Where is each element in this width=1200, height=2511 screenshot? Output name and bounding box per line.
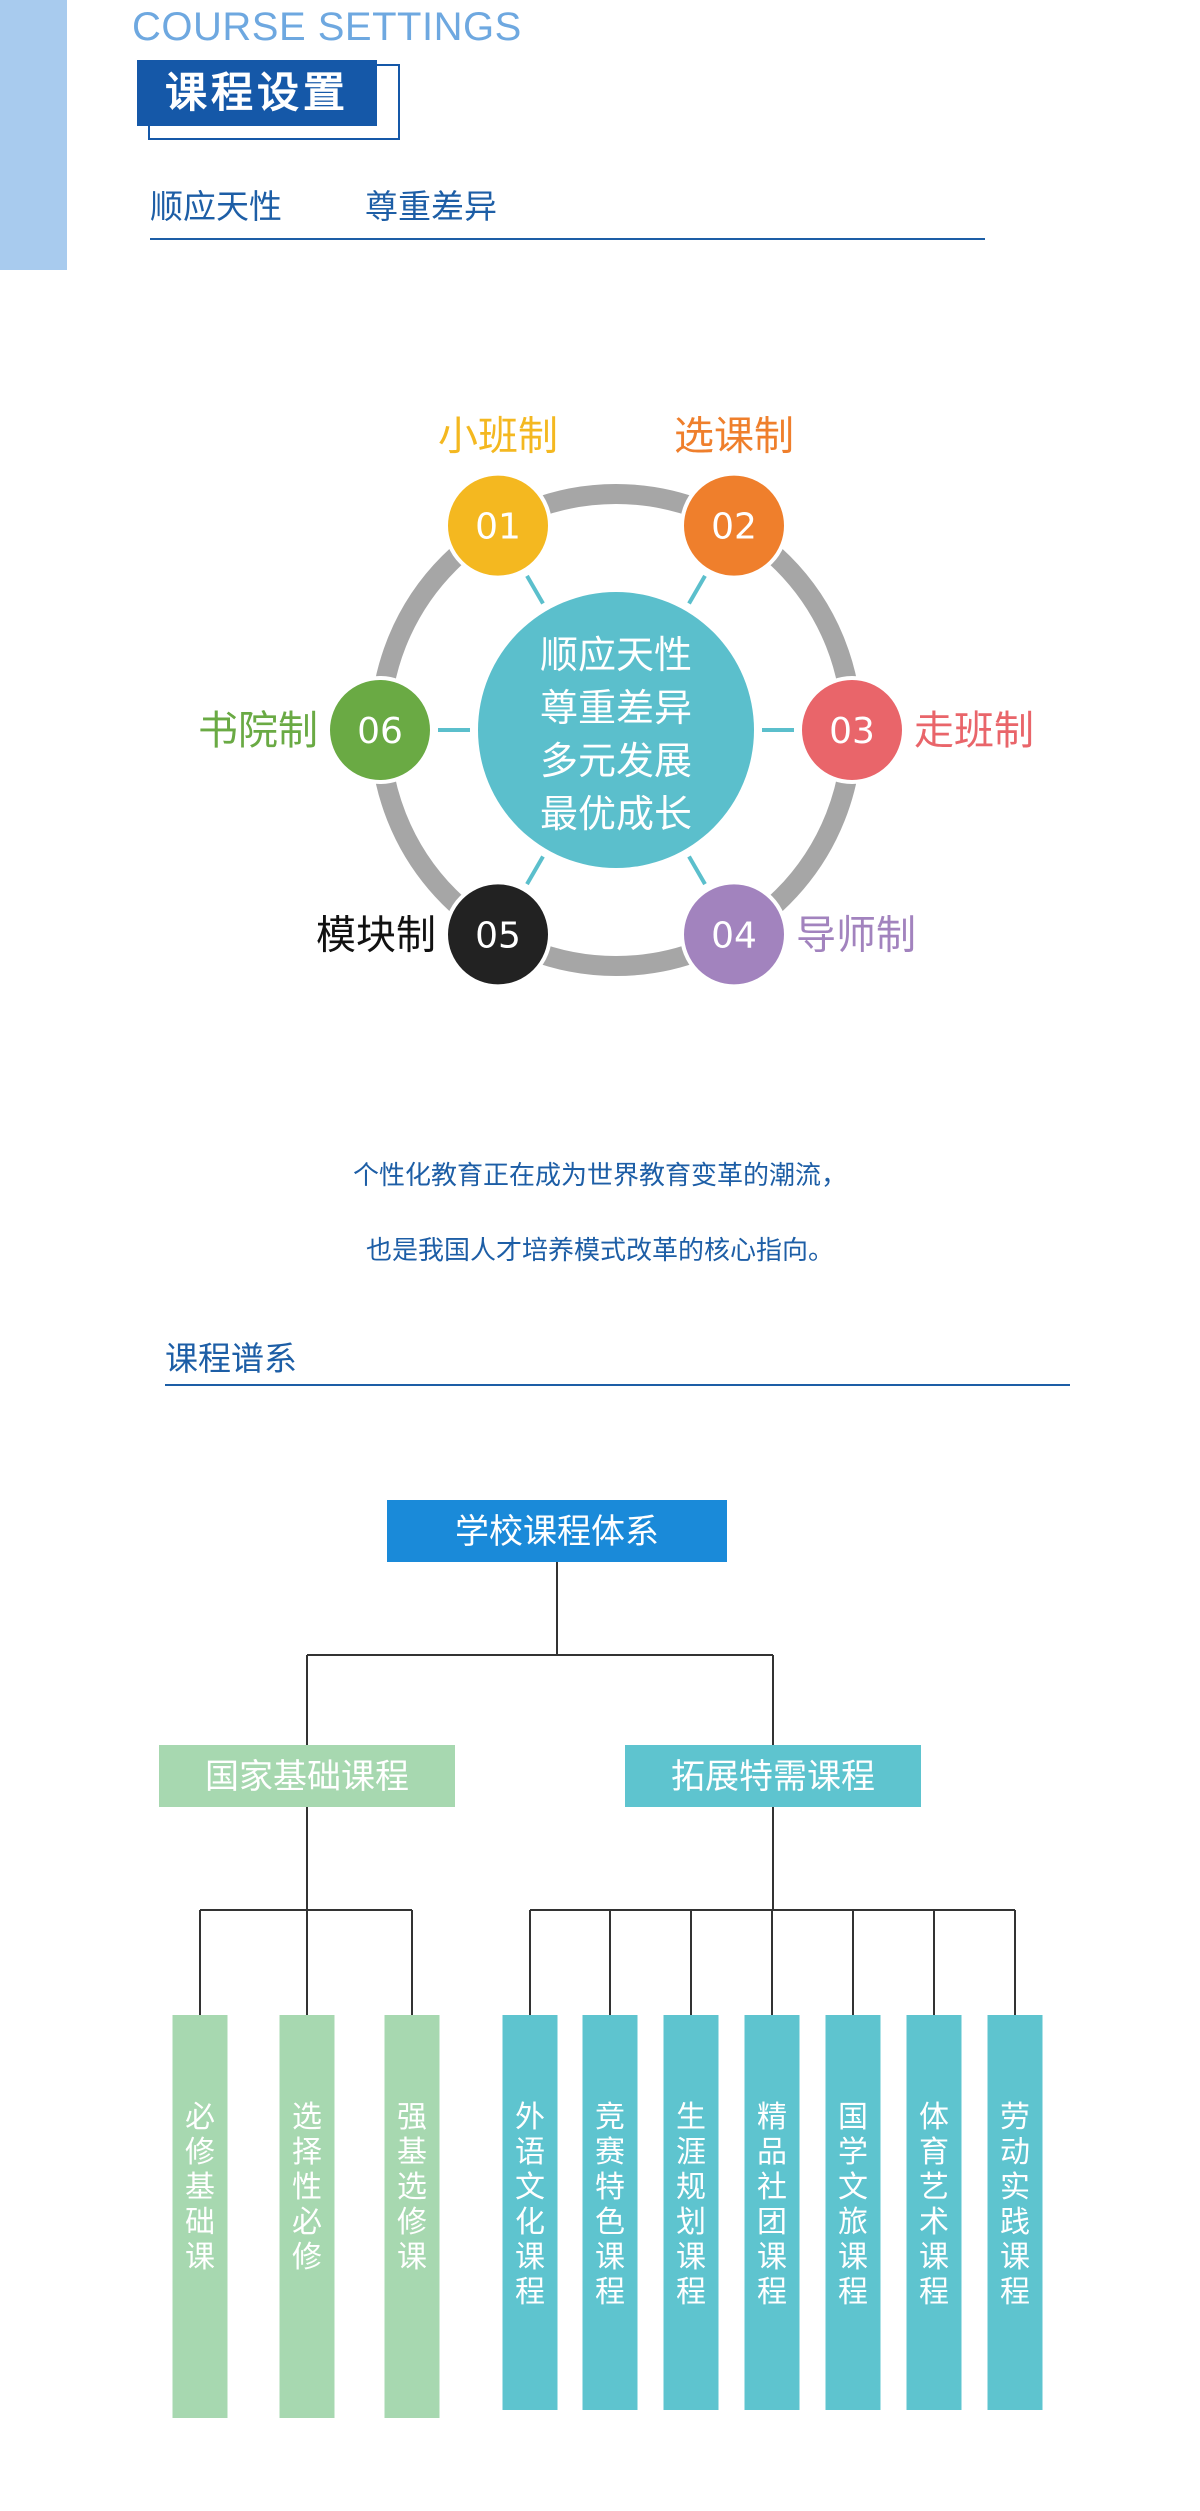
leaf-box [172, 2015, 228, 2418]
node-circle-03 [798, 676, 906, 784]
leaf-box [502, 2015, 558, 2410]
leaf-label: 体育艺术课程 [919, 2100, 949, 2310]
leaf-label: 外语文化课程 [515, 2100, 545, 2310]
chinese-section-title: 课程设置 [137, 60, 377, 126]
branch-box-1 [625, 1745, 921, 1807]
leaf-label: 强基选修课 [397, 2100, 427, 2275]
node-label-02: 选课制 [674, 414, 794, 460]
root-box [387, 1500, 727, 1562]
english-section-title: COURSE SETTINGS [132, 5, 522, 49]
side-accent-bar [0, 0, 67, 270]
node-circle-05 [444, 880, 552, 989]
spoke-04 [687, 855, 707, 886]
tagline-line-2: 也是我国人才培养模式改革的核心指向。 [365, 1236, 834, 1266]
center-text-line: 最优成长 [540, 792, 692, 836]
root-label: 学校课程体系 [455, 1512, 659, 1552]
center-circle [478, 592, 754, 868]
motto-right: 尊重差异 [365, 187, 497, 226]
center-text-line: 尊重差异 [540, 686, 692, 730]
leaf-box [987, 2015, 1043, 2410]
leaf-label: 必修基础课 [185, 2100, 215, 2275]
leaf-box [906, 2015, 962, 2410]
node-label-03: 走班制 [914, 708, 1034, 754]
motto-underline [150, 238, 985, 240]
branch-label-0: 国家基础课程 [205, 1757, 409, 1797]
center-text-line: 多元发展 [540, 739, 692, 783]
node-circle-04 [680, 880, 788, 989]
node-number-02: 02 [711, 507, 757, 548]
tagline-line-1: 个性化教育正在成为世界教育变革的潮流， [352, 1161, 847, 1191]
node-label-05: 模块制 [316, 912, 436, 958]
branch-label-1: 拓展特需课程 [671, 1757, 875, 1797]
node-number-05: 05 [475, 915, 521, 956]
leaf-box [744, 2015, 800, 2410]
leaf-label: 国学文旅课程 [838, 2100, 868, 2310]
node-number-01: 01 [475, 507, 521, 548]
spoke-02 [687, 574, 707, 605]
node-number-06: 06 [357, 711, 403, 752]
node-label-04: 导师制 [796, 912, 916, 958]
leaf-label: 精品社团课程 [757, 2100, 787, 2310]
node-circle-06 [326, 676, 434, 784]
node-circle-01 [444, 471, 552, 580]
leaf-label: 竞赛特色课程 [595, 2100, 625, 2310]
node-circle-02 [680, 471, 788, 580]
leaf-box [663, 2015, 719, 2410]
course-spectrum-underline [165, 1384, 1070, 1386]
motto-left: 顺应天性 [150, 187, 282, 226]
node-number-04: 04 [711, 915, 757, 956]
leaf-box [384, 2015, 440, 2418]
spoke-01 [525, 574, 545, 605]
leaf-box [825, 2015, 881, 2410]
leaf-box [279, 2015, 335, 2418]
center-text-line: 顺应天性 [540, 633, 692, 677]
branch-box-0 [159, 1745, 455, 1807]
leaf-label: 生涯规划课程 [676, 2100, 706, 2310]
course-spectrum-heading: 课程谱系 [165, 1339, 297, 1378]
node-label-06: 书院制 [198, 708, 318, 754]
leaf-box [582, 2015, 638, 2410]
spoke-05 [525, 855, 545, 886]
leaf-label: 选择性必修 [292, 2100, 322, 2275]
node-number-03: 03 [829, 711, 875, 752]
leaf-label: 劳动实践课程 [1000, 2100, 1030, 2310]
node-label-01: 小班制 [438, 414, 558, 460]
